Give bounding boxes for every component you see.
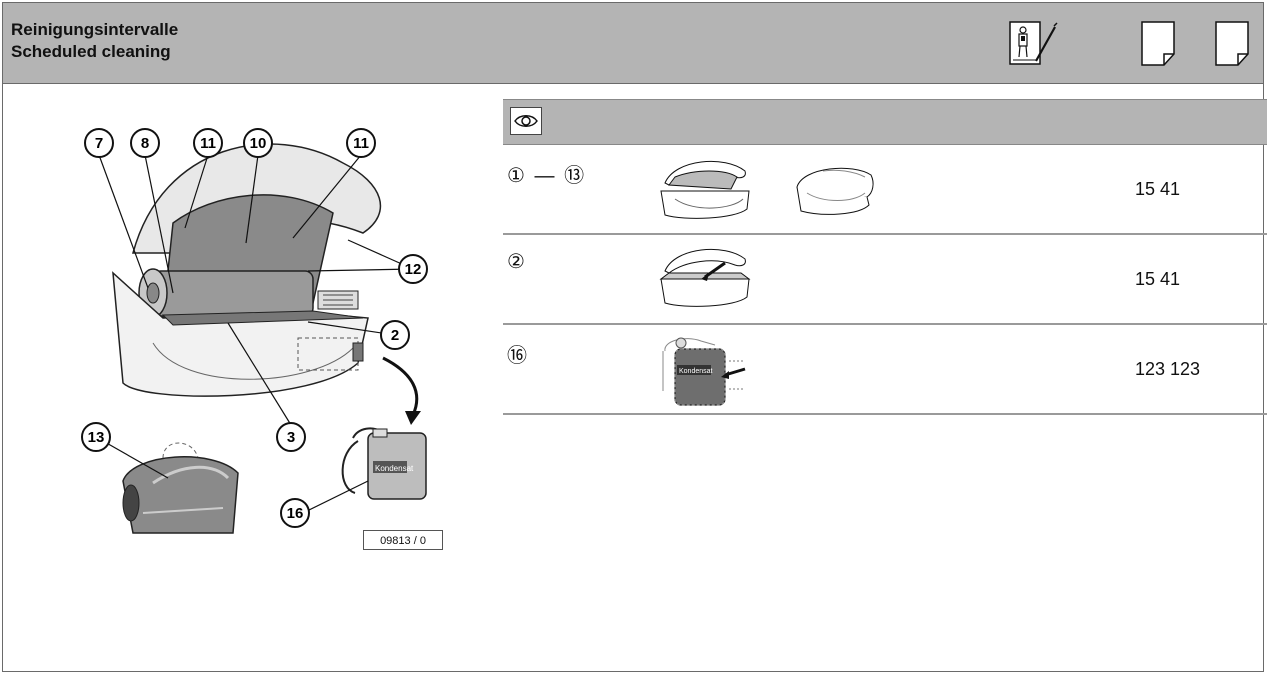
ref-from: ① xyxy=(507,165,525,187)
technician-manual-icon xyxy=(1009,21,1061,67)
callout-16: 16 xyxy=(287,505,304,522)
row-value: 15 41 xyxy=(1135,269,1181,289)
row-value: 15 41 xyxy=(1135,179,1181,199)
closed-bed-icon xyxy=(793,163,877,219)
callout-2: 2 xyxy=(391,327,399,344)
callout-12: 12 xyxy=(405,261,422,278)
open-bed-icon xyxy=(655,155,755,223)
cleaning-table: ① — ⑬ 15 xyxy=(503,99,1267,415)
row-reference: ② xyxy=(507,251,525,273)
page-title: Reinigungsintervalle Scheduled cleaning xyxy=(11,19,178,63)
table-row: ⑯ Kondensat 123 123 xyxy=(503,325,1267,415)
ref-dash: — xyxy=(534,165,555,187)
title-german: Reinigungsintervalle xyxy=(11,20,179,39)
canister-icon: Kondensat xyxy=(655,331,755,407)
row-value: 123 123 xyxy=(1135,359,1201,379)
row-reference: ① — ⑬ xyxy=(507,159,584,188)
bed-cleaning-icon xyxy=(655,243,755,311)
figure-code: 09813 / 0 xyxy=(363,530,443,550)
callout-10: 10 xyxy=(250,135,267,152)
callout-11-left: 11 xyxy=(200,135,216,152)
row-reference: ⑯ xyxy=(507,345,527,367)
callout-7: 7 xyxy=(95,135,103,152)
eye-icon xyxy=(510,107,542,135)
page-icon xyxy=(1141,21,1177,67)
page-icon xyxy=(1215,21,1251,67)
table-header xyxy=(503,99,1267,145)
ref-to: ⑬ xyxy=(564,165,585,187)
header-bar: Reinigungsintervalle Scheduled cleaning xyxy=(3,3,1263,84)
tanning-bed-illustration: Kondensat 7 8 xyxy=(13,103,473,563)
title-english: Scheduled cleaning xyxy=(11,42,171,61)
callout-3: 3 xyxy=(287,429,295,446)
callout-13: 13 xyxy=(88,429,105,446)
canister-label: Kondensat xyxy=(375,464,414,473)
table-row: ② 15 41 xyxy=(503,235,1267,325)
table-row: ① — ⑬ 15 xyxy=(503,145,1267,235)
callout-8: 8 xyxy=(141,135,149,152)
canister-icon-label: Kondensat xyxy=(679,368,713,375)
callout-11-right: 11 xyxy=(353,135,369,152)
